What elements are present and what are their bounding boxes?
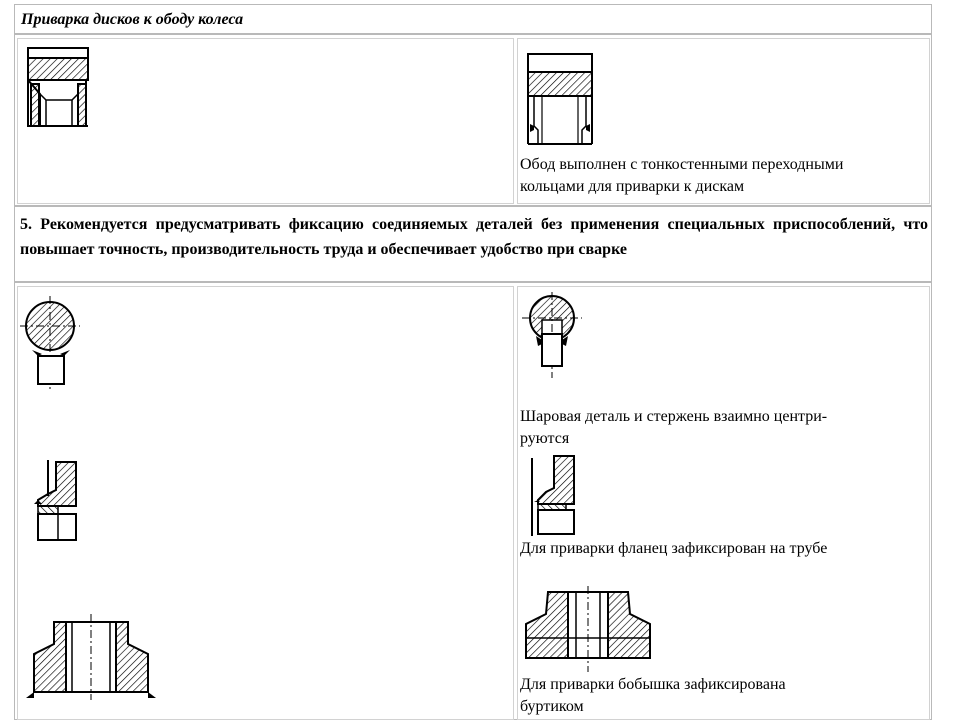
boss-drawing-good <box>525 586 651 672</box>
boss-caption-line2: буртиком <box>520 698 584 715</box>
rim-wrong-cell <box>17 38 514 204</box>
rim-caption-line1: Обод выполнен с тонкостенными переходным… <box>520 156 844 173</box>
ball-drawing-good <box>522 292 582 378</box>
rim-caption-line2: кольцами для приварки к дискам <box>520 178 745 195</box>
boss-caption: Для приварки бобышка зафиксирована бурти… <box>520 674 786 718</box>
rim-caption: Обод выполнен с тонкостенными переходным… <box>520 154 843 198</box>
rule5-body: Рекомендуется предусматривать фиксацию с… <box>20 216 929 258</box>
rim-drawing-good <box>527 53 593 145</box>
flange-caption: Для приварки фланец зафиксирован на труб… <box>520 540 828 557</box>
section-title: Приварка дисков к ободу колеса <box>21 11 244 28</box>
ball-caption-line2: руются <box>520 430 570 447</box>
ball-drawing-bad <box>20 296 80 392</box>
ball-caption-line1: Шаровая деталь и стержень взаимно центри… <box>520 408 828 425</box>
ball-caption: Шаровая деталь и стержень взаимно центри… <box>520 406 827 450</box>
rim-row <box>14 34 932 206</box>
examples-row <box>14 282 932 720</box>
boss-drawing-bad <box>26 614 156 700</box>
section-title-cell: Приварка дисков к ободу колеса <box>14 4 932 34</box>
flange-drawing-good <box>531 455 575 536</box>
rule5-cell <box>14 206 932 282</box>
flange-drawing-bad <box>34 460 77 541</box>
rim-drawing-bad <box>27 47 89 127</box>
boss-caption-line1: Для приварки бобышка зафиксирована <box>520 676 786 693</box>
rule5-text: 5. Рекомендуется предусматривать фиксаци… <box>20 212 928 262</box>
rim-right-cell <box>517 38 930 204</box>
rule5-number: 5. <box>20 216 32 233</box>
